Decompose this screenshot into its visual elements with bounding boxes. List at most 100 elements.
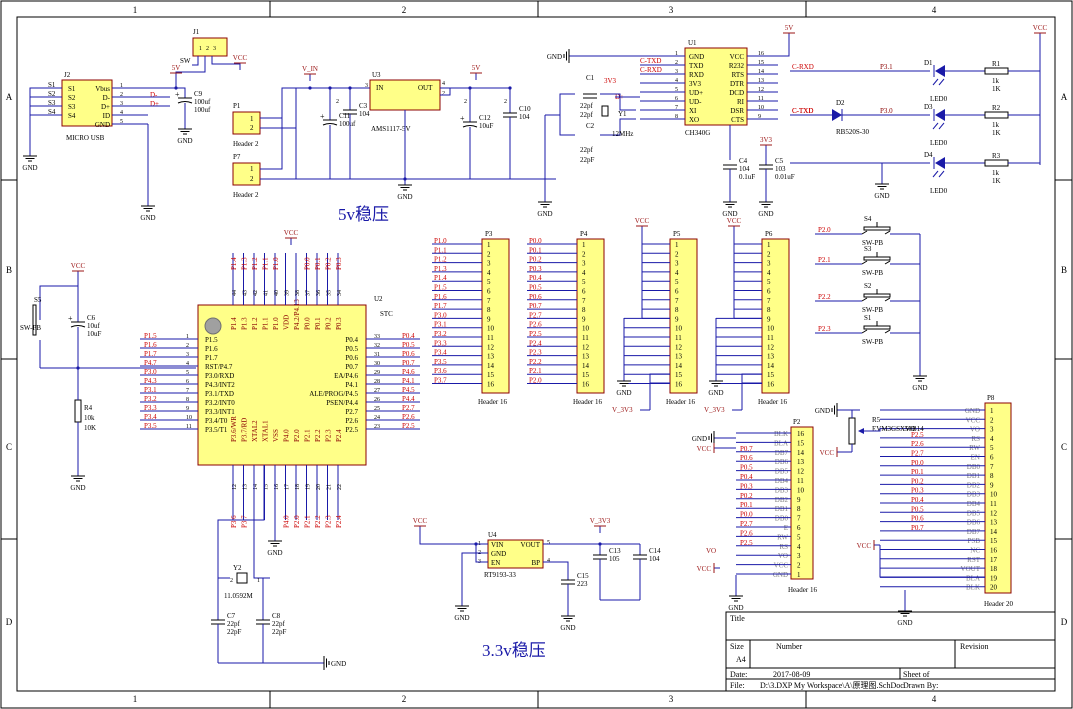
u2-right-net: P4.6 [402,368,415,376]
d2-diode [832,109,842,121]
p2-pin-num: 9 [797,496,801,504]
p8-pin-num: 1 [990,407,994,415]
p8-pin: EN [971,454,980,462]
u2-right-net: P2.5 [402,422,415,430]
u2-left-pin: P3.3/INT1 [205,408,235,416]
p3-pin-num: 10 [487,325,495,333]
u2-right-pin: P0.4 [345,336,358,344]
p5-pin-num: 4 [675,269,679,277]
j1-sw: SW [180,57,191,65]
p2-net: P0.3 [740,482,753,490]
p3-pin-num: 14 [487,362,495,370]
p2-pin-num: 10 [797,486,805,494]
u1-net-crxd: C-RXD [640,66,662,74]
u1-right-pin: DSR [730,107,744,115]
row-label-b2: B [1061,265,1067,275]
junction-dot [474,542,478,546]
p5-pin-num: 9 [675,315,679,323]
sw-net-3: P2.3 [818,325,831,333]
p8-pin-num: 5 [990,444,994,452]
u2-left-net: P3.4 [144,413,157,421]
p2-net: P0.0 [740,511,753,519]
u2-pin-num: 44 [232,290,238,296]
sw-ref-3: S1 [864,314,872,322]
u2-pin-num: 9 [186,406,189,412]
u2-bottom-net: P2.0 [293,515,301,528]
row-label-a2: A [1061,92,1068,102]
u1-right-pin: CTS [731,116,744,124]
p2-pin: DB7 [775,449,789,457]
p8-gnd: GND [897,619,912,627]
p2-pin: DB0 [775,515,789,523]
j2-left-pin: S2 [68,94,76,102]
j2-name: MICRO USB [66,134,105,142]
col-label-3: 3 [669,5,674,15]
led-ray [932,170,939,178]
p2-pin: BLK [774,430,788,438]
u2-ref: U2 [374,295,383,303]
u2-pin-num: 30 [374,361,380,367]
sw-name-2: SW-PB [862,306,883,314]
u2-pin-num: 38 [295,290,301,296]
c8-ref: C8 [272,612,281,620]
p2-pin: BLA [774,439,788,447]
c4-value: 104 [739,165,750,173]
p3-net: P3.7 [434,377,447,385]
vin-wire [260,87,296,119]
p2-pin-num: 2 [797,562,801,570]
p8-pin: VOUT [961,565,981,573]
p6-pin-num: 7 [767,297,771,305]
p6-pin-num: 9 [767,315,771,323]
j2-ref: J2 [64,71,71,79]
p8-pin: VCC [966,416,981,424]
u2-left-net: P1.5 [144,332,157,340]
p8-net: P0.5 [911,505,924,513]
p4-pin-num: 14 [582,362,590,370]
u2-top-pin: P0.2 [325,317,333,330]
p8-net: P0.2 [911,477,924,485]
p6-v3v3: V_3V3 [704,406,725,414]
u2-top-net: P1.3 [241,257,249,270]
c9-gnd: GND [177,137,192,145]
p2-net: P0.6 [740,454,753,462]
u2-top-pin: P1.4 [230,317,238,330]
led-diode-0 [935,65,945,77]
u2-top-pin: P1.1 [262,317,270,330]
p2-pin: DB1 [775,505,789,513]
p3-net: P1.7 [434,302,447,310]
c9-value2: 100uf [194,106,211,114]
tb-number: Number [776,642,803,651]
tb-title: Title [730,614,745,623]
y2-body [236,572,248,584]
s5-name: SW-PB [20,324,41,332]
u3-pin3: 3 [365,83,368,89]
u2-right-pin: P2.6 [345,417,358,425]
p3-pin-num: 6 [487,288,491,296]
c6-plate2 [70,325,86,328]
j2-s-label: S3 [48,99,56,107]
sw-cap [863,293,891,298]
p8-net: P2.6 [911,440,924,448]
p3-net: P3.0 [434,311,447,319]
u2-right-pin: P0.5 [345,345,358,353]
p5-body [669,238,698,394]
p2-pin: DB3 [775,486,789,494]
p2-pin-num: 12 [797,468,805,476]
sw-name-1: SW-PB [862,269,883,277]
p5-pin-num: 10 [675,325,683,333]
p8-pin-num: 20 [990,584,998,592]
p3-pin-num: 5 [487,278,491,286]
u4-vcc: VCC [413,517,428,525]
c13-ref: C13 [609,547,621,555]
u2-left-pin: P3.2/INT0 [205,399,235,407]
sw-net-2: P2.2 [818,293,831,301]
u2-pin-num: 27 [374,388,380,394]
p2-pin-num: 11 [797,477,804,485]
p2-pin: VCC [774,562,789,570]
p2-net: P2.7 [740,520,753,528]
p8-pin: DB3 [967,491,981,499]
p4-pin-num: 10 [582,325,590,333]
c11-plus: + [320,112,325,121]
u2-pin-num: 19 [306,484,312,490]
